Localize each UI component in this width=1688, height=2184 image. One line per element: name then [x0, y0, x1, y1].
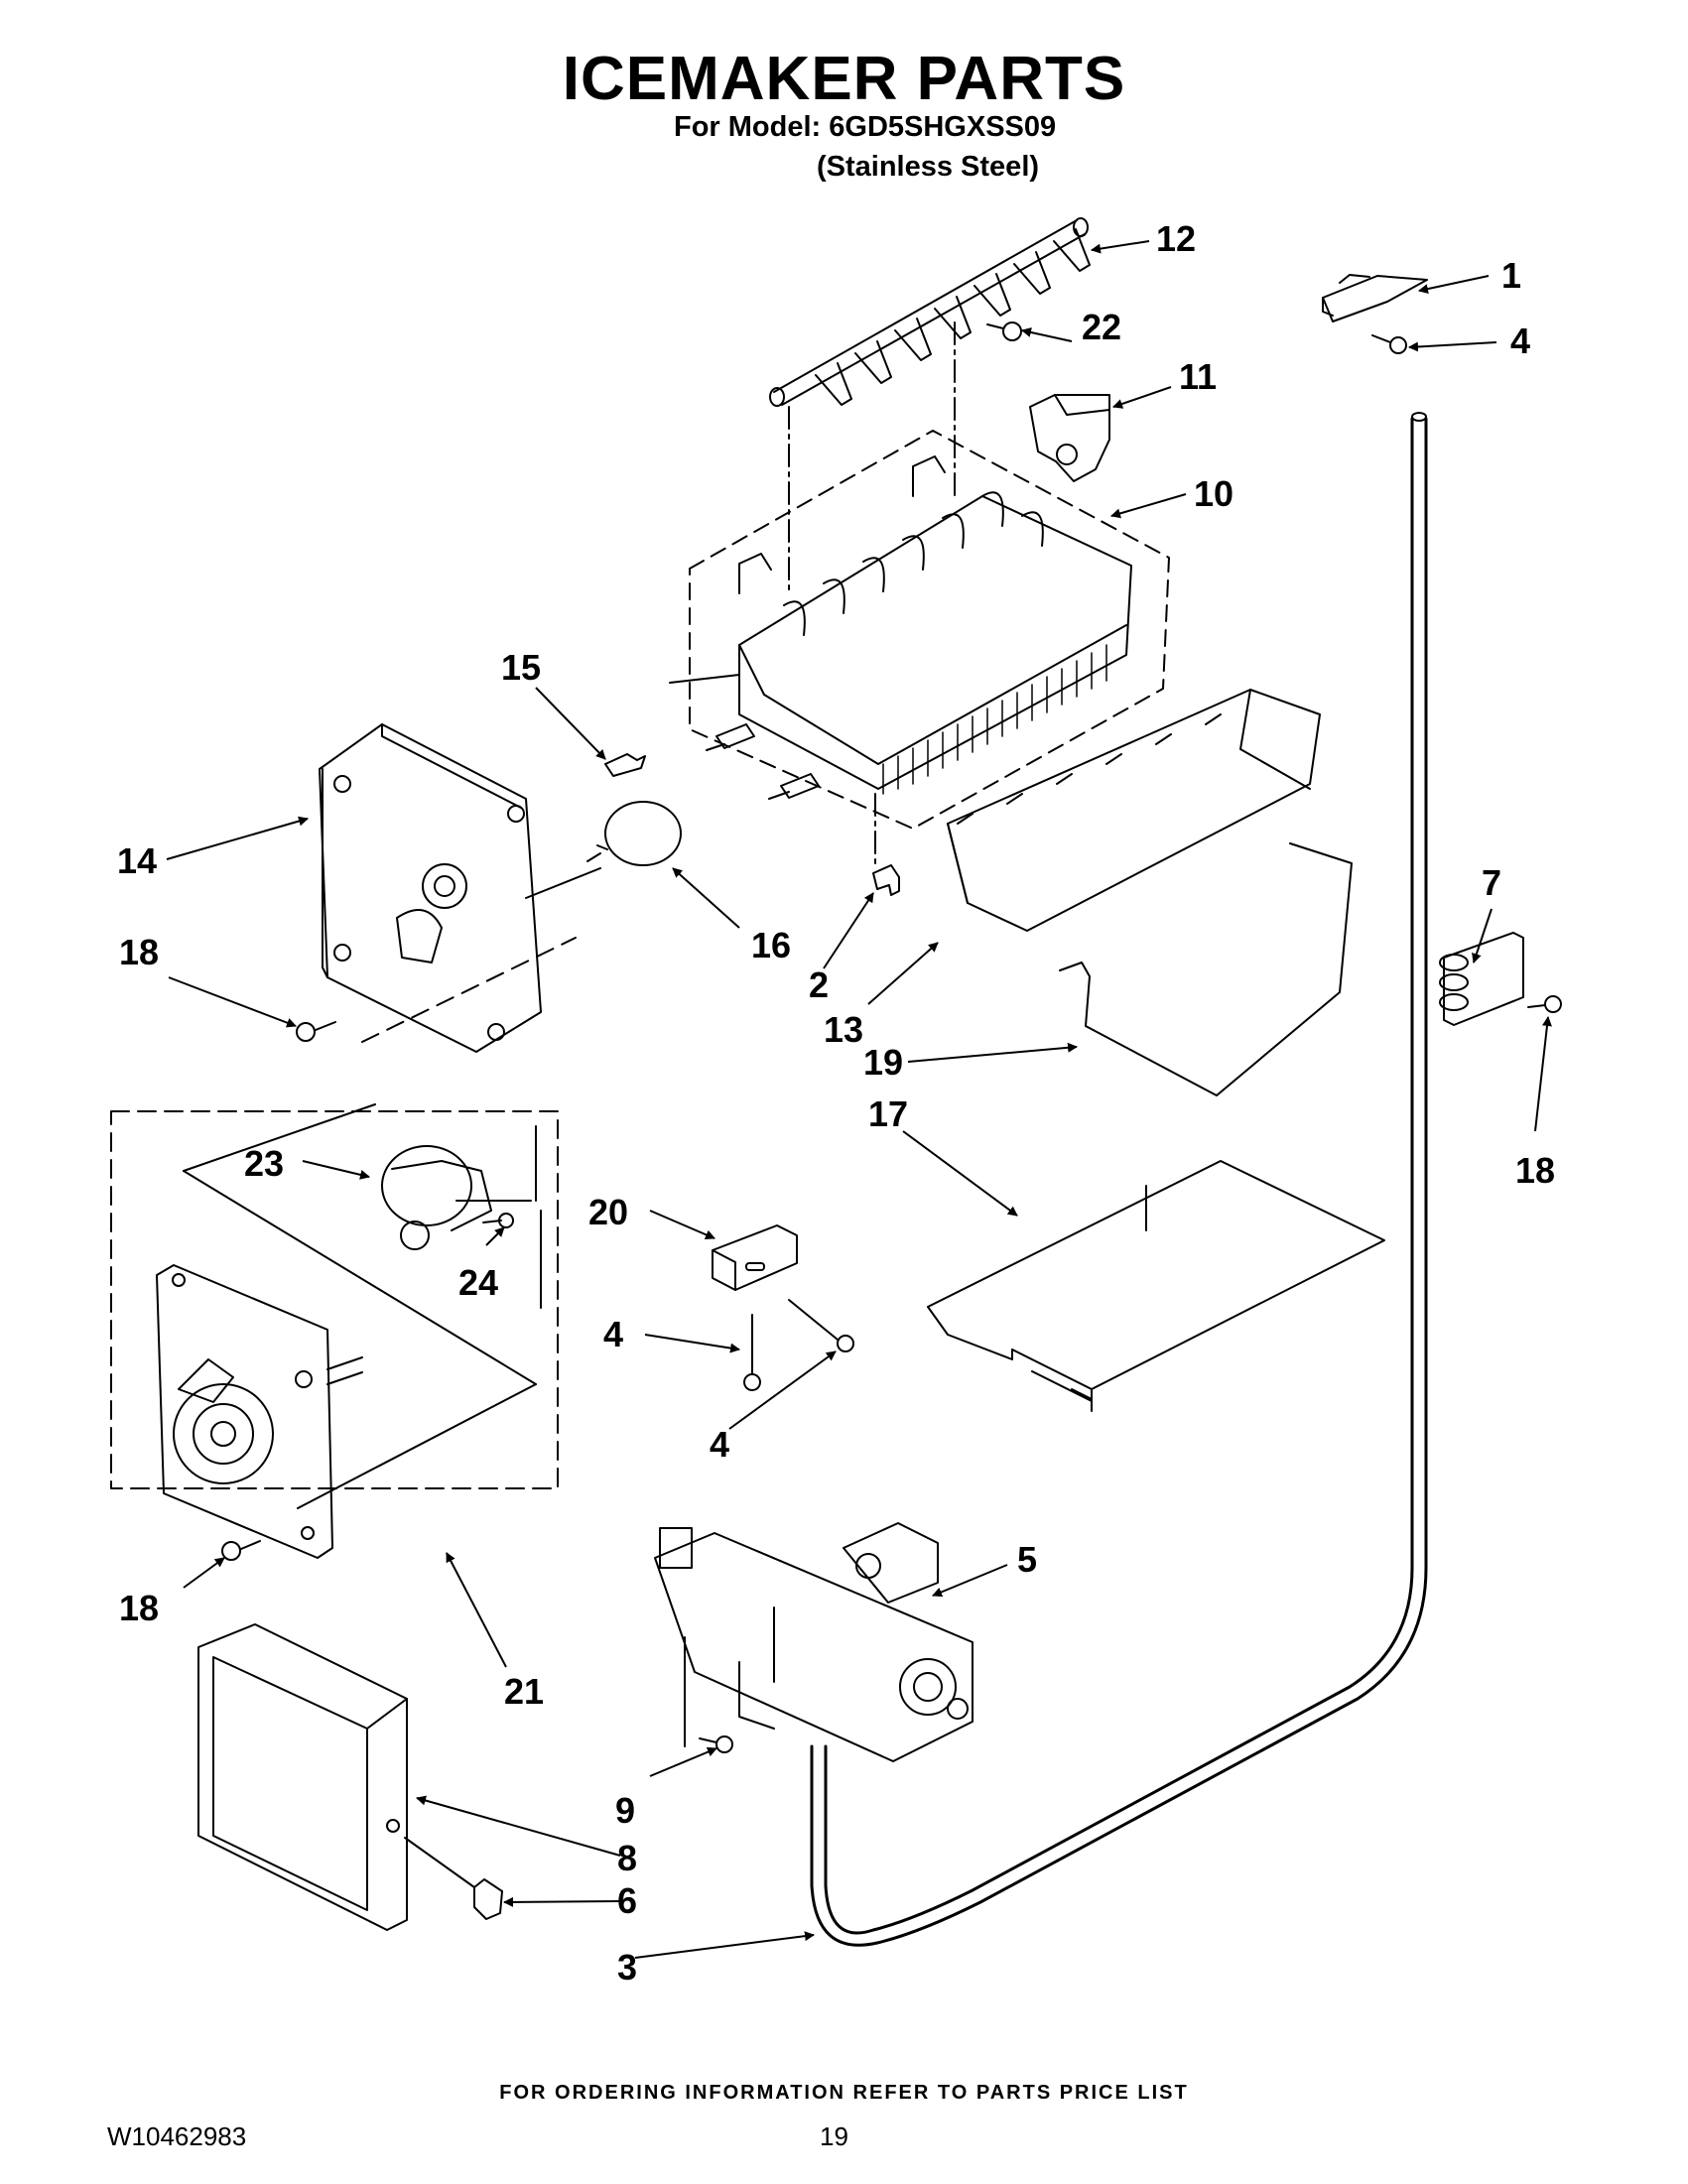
control-housing-drawing: [319, 723, 542, 1053]
callout-8: 8: [617, 1838, 637, 1878]
callout-4-top: 4: [1510, 321, 1530, 361]
callout-19: 19: [863, 1042, 903, 1083]
page-number: 19: [820, 2121, 848, 2151]
ordering-note: FOR ORDERING INFORMATION REFER TO PARTS …: [499, 2082, 1189, 2104]
callout-16: 16: [751, 925, 791, 965]
ice-stripper-drawing: [947, 689, 1321, 932]
ejector-bar-drawing: [769, 217, 1091, 407]
cover-plate-drawing: [927, 1160, 1385, 1412]
callout-21: 21: [504, 1671, 544, 1712]
module-drawing: [156, 1264, 363, 1559]
callout-3: 3: [617, 1947, 637, 1988]
callout-20: 20: [588, 1192, 628, 1232]
callout-11: 11: [1179, 356, 1217, 397]
callout-6: 6: [617, 1880, 637, 1921]
motor-drawing: [381, 1125, 542, 1309]
model-line: For Model: 6GD5SHGXSS09: [674, 111, 1057, 143]
callout-9: 9: [615, 1790, 635, 1831]
callout-23: 23: [244, 1143, 284, 1184]
callout-10: 10: [1194, 473, 1234, 514]
callout-13: 13: [824, 1009, 863, 1050]
callout-22: 22: [1082, 307, 1121, 347]
callout-1: 1: [1501, 255, 1521, 296]
page-title: ICEMAKER PARTS: [562, 45, 1126, 113]
callout-18-lower: 18: [119, 1588, 159, 1628]
callout-7: 7: [1482, 862, 1501, 903]
callout-18-left: 18: [119, 932, 159, 972]
callout-5: 5: [1017, 1539, 1037, 1580]
callout-2: 2: [809, 964, 829, 1005]
mold-drawing: [669, 455, 1132, 800]
callout-17: 17: [868, 1093, 908, 1134]
finish-line: (Stainless Steel): [817, 151, 1040, 183]
water-valve-drawing: [654, 1522, 974, 1762]
callout-18-right: 18: [1515, 1150, 1555, 1191]
cover-box-drawing: [197, 1623, 408, 1931]
callout-14: 14: [117, 840, 157, 881]
callout-4-left: 4: [603, 1314, 623, 1354]
callout-15: 15: [501, 647, 541, 688]
callout-4-lower: 4: [710, 1424, 729, 1465]
callout-24: 24: [458, 1262, 498, 1303]
document-number: W10462983: [107, 2121, 247, 2151]
callout-12: 12: [1156, 218, 1196, 259]
